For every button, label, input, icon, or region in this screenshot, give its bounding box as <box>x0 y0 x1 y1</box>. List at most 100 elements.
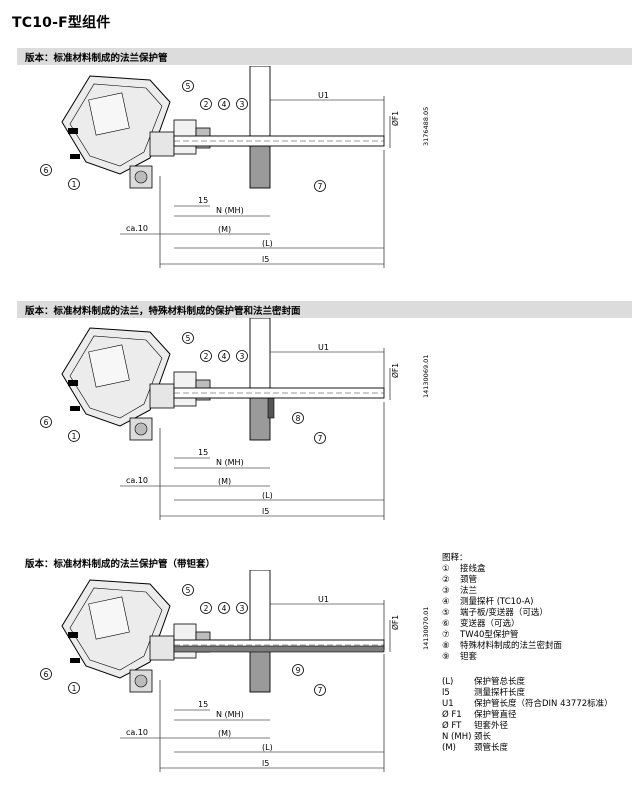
section-label-2: 版本：标准材料制成的法兰，特殊材料制成的保护管和法兰密封面 <box>25 306 301 317</box>
thermowell <box>173 387 385 399</box>
dim-f1-label: ØF1 <box>391 111 400 126</box>
callout-7: 7 <box>314 684 326 696</box>
callout-6: 6 <box>40 416 52 428</box>
callout-number: 1 <box>72 684 77 693</box>
callout-number: 6 <box>44 418 49 427</box>
callout-number: 5 <box>186 334 191 343</box>
callout-1: 1 <box>68 430 80 442</box>
dim-n-label: N (MH) <box>216 206 244 215</box>
legend-item: ④ 测量探杆 (TC10-A) <box>442 597 613 608</box>
legend-symbol-item: N (MH)颈长 <box>442 732 613 743</box>
section-band-1: 版本：标准材料制成的法兰保护管 <box>17 48 632 65</box>
legend-symbol: N (MH) <box>442 732 472 742</box>
callout-7: 7 <box>314 432 326 444</box>
callout-1: 1 <box>68 682 80 694</box>
thermowell <box>173 135 385 147</box>
tantalum-sheath <box>173 645 385 653</box>
doc-number: 14130070.01 <box>422 607 430 650</box>
legend-value: 测量探杆 (TC10-A) <box>460 597 534 607</box>
legend-value: TW40型保护管 <box>460 630 519 640</box>
callout-number: 3 <box>240 352 245 361</box>
page-title: TC10-F型组件 <box>12 15 111 31</box>
legend-key: ⑧ <box>442 641 450 651</box>
dim-ca-label: ca.10 <box>126 224 148 233</box>
callout-number: 7 <box>318 686 323 695</box>
terminal-head <box>61 327 211 441</box>
callout-8: 8 <box>292 412 304 424</box>
callout-number: 8 <box>296 414 301 423</box>
doc-number: 3176488.05 <box>422 107 430 146</box>
dim-ca-label: ca.10 <box>126 728 148 737</box>
legend-item: ⑧ 特殊材料制成的法兰密封面 <box>442 641 613 652</box>
callout-2: 2 <box>200 350 212 362</box>
callout-5: 5 <box>182 80 194 92</box>
terminal-head <box>61 75 211 189</box>
dim-f1-label: ØF1 <box>391 363 400 378</box>
dim-l5-label: l5 <box>262 255 269 264</box>
callout-1: 1 <box>68 178 80 190</box>
callout-number: 1 <box>72 432 77 441</box>
callout-number: 4 <box>222 100 227 109</box>
legend-key: ④ <box>442 597 450 607</box>
callout-3: 3 <box>236 602 248 614</box>
dim-u1-label: U1 <box>318 595 329 604</box>
section-label-3: 版本：标准材料制成的法兰保护管（带钽套） <box>25 559 216 570</box>
dimensions <box>120 96 391 268</box>
section-band-3: 版本：标准材料制成的法兰保护管（带钽套） <box>17 554 422 571</box>
callout-number: 4 <box>222 352 227 361</box>
dim-n-label: N (MH) <box>216 710 244 719</box>
legend-symbol-value: 颈长 <box>474 732 492 742</box>
section-label-1: 版本：标准材料制成的法兰保护管 <box>25 53 168 64</box>
legend-symbol: (M) <box>442 743 456 753</box>
callout-7: 7 <box>314 180 326 192</box>
callout-number: 2 <box>204 352 209 361</box>
legend-symbol-value: 测量探杆长度 <box>474 688 526 698</box>
callout-number: 4 <box>222 604 227 613</box>
callout-2: 2 <box>200 98 212 110</box>
legend-key: ① <box>442 564 450 574</box>
callout-5: 5 <box>182 332 194 344</box>
legend-symbol: (L) <box>442 677 454 687</box>
callout-3: 3 <box>236 98 248 110</box>
dim-m-label: (M) <box>218 225 231 234</box>
legend-value: 端子板/变送器（可选） <box>460 608 548 618</box>
legend-key: ⑨ <box>442 652 450 662</box>
legend-value: 钽套 <box>460 652 478 662</box>
legend-symbol: U1 <box>442 699 454 709</box>
callout-4: 4 <box>218 602 230 614</box>
legend-symbol: l5 <box>442 688 450 698</box>
legend-symbol-item: Ø FT 钽套外径 <box>442 721 613 732</box>
legend-value: 变送器（可选） <box>460 619 520 629</box>
legend-value: 法兰 <box>460 586 478 596</box>
legend-symbol: Ø FT <box>442 721 462 731</box>
callout-4: 4 <box>218 350 230 362</box>
dimensions <box>120 348 391 520</box>
legend-symbol-value: 钽套外径 <box>474 721 509 731</box>
dim-u1-label: U1 <box>318 91 329 100</box>
dim-l5-label: l5 <box>262 507 269 516</box>
callout-6: 6 <box>40 164 52 176</box>
flange <box>249 65 271 189</box>
dim-u1-label: U1 <box>318 343 329 352</box>
callout-2: 2 <box>200 602 212 614</box>
legend-value: 颈管 <box>460 575 478 585</box>
callout-3: 3 <box>236 350 248 362</box>
callout-9: 9 <box>292 664 304 676</box>
doc-number: 14130069.01 <box>422 355 430 398</box>
callout-4: 4 <box>218 98 230 110</box>
legend-value: 特殊材料制成的法兰密封面 <box>460 641 563 651</box>
callout-number: 2 <box>204 100 209 109</box>
legend-symbol-item: (M)颈管长度 <box>442 743 613 754</box>
dim-n-label: N (MH) <box>216 458 244 467</box>
callout-number: 9 <box>296 666 301 675</box>
callout-number: 7 <box>318 182 323 191</box>
